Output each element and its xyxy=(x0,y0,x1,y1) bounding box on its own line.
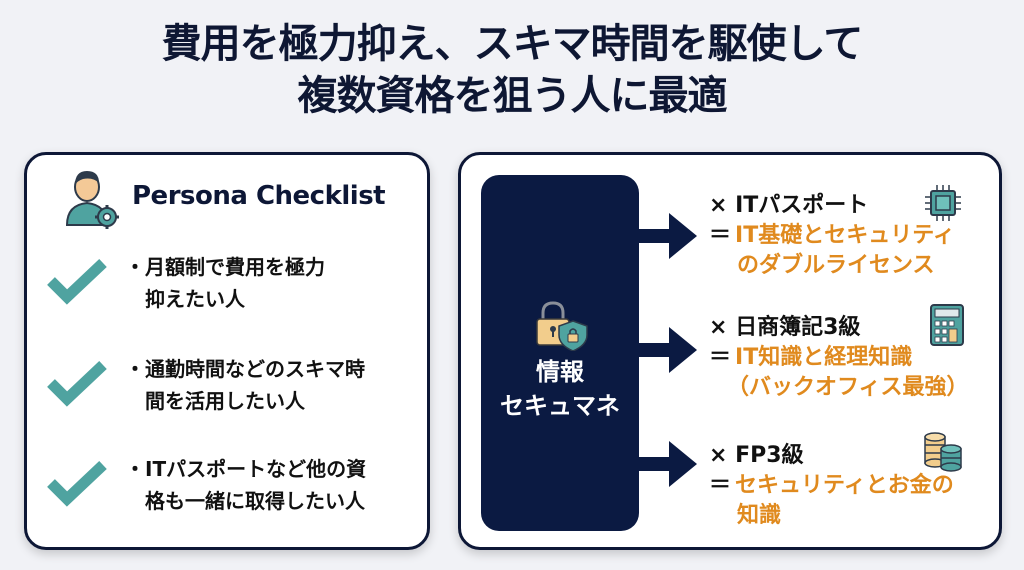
persona-title: Persona Checklist xyxy=(132,181,386,211)
page-title: 費用を極力抑え、スキマ時間を駆使して 複数資格を狙う人に最適 xyxy=(0,18,1024,122)
arrow-right-icon xyxy=(639,327,697,373)
combo-result-cont: のダブルライセンス xyxy=(737,253,935,278)
checklist-item-line1: ・ITパスポートなど他の資 xyxy=(125,457,367,481)
title-line-2: 複数資格を狙う人に最適 xyxy=(297,73,728,119)
checklist-item-line2: 抑えたい人 xyxy=(145,287,245,311)
persona-checklist-panel: Persona Checklist ・月額制で費用を極力 抑えたい人 ・通勤時間… xyxy=(24,152,430,550)
combo-result-cont: 知識 xyxy=(737,503,782,528)
check-icon xyxy=(47,259,107,305)
security-management-box: 情報 セキュマネ xyxy=(481,175,639,531)
combo-item: × FP3級 ＝セキュリティとお金の 知識 xyxy=(709,441,999,531)
title-line-1: 費用を極力抑え、スキマ時間を駆使して xyxy=(161,21,864,67)
chip-icon xyxy=(925,185,961,221)
arrow-right-icon xyxy=(639,441,697,487)
combo-result: IT知識と経理知識 xyxy=(735,345,913,370)
lock-shield-icon xyxy=(536,301,588,351)
combo-result-cont: （バックオフィス最強） xyxy=(727,375,969,400)
combo-item: × 日商簿記3級 ＝IT知識と経理知識 （バックオフィス最強） xyxy=(709,313,999,403)
combo-label: × 日商簿記3級 xyxy=(709,315,861,340)
combo-item: × ITパスポート ＝IT基礎とセキュリティ のダブルライセンス xyxy=(709,191,999,281)
combo-result: セキュリティとお金の xyxy=(735,473,954,498)
checklist-item-line1: ・月額制で費用を極力 xyxy=(125,255,325,279)
equals-sign: ＝ xyxy=(709,345,732,370)
equals-sign: ＝ xyxy=(709,473,732,498)
user-gear-icon xyxy=(65,171,119,229)
combo-label: × FP3級 xyxy=(709,443,804,468)
coins-icon xyxy=(924,432,962,472)
checklist-item-line1: ・通勤時間などのスキマ時 xyxy=(125,357,365,381)
source-line1: 情報 xyxy=(536,358,584,386)
source-line2: セキュマネ xyxy=(500,392,620,420)
combination-panel: 情報 セキュマネ × ITパスポート ＝IT基礎とセキュリティ のダブルライセン… xyxy=(458,152,1002,550)
checklist-item-line2: 間を活用したい人 xyxy=(145,389,305,413)
combo-result: IT基礎とセキュリティ xyxy=(735,223,955,248)
arrow-right-icon xyxy=(639,213,697,259)
checklist-item-line2: 格も一緒に取得したい人 xyxy=(145,489,365,513)
check-icon xyxy=(47,461,107,507)
check-icon xyxy=(47,361,107,407)
combo-label: × ITパスポート xyxy=(709,193,869,218)
calculator-icon xyxy=(930,304,964,346)
equals-sign: ＝ xyxy=(709,223,732,248)
